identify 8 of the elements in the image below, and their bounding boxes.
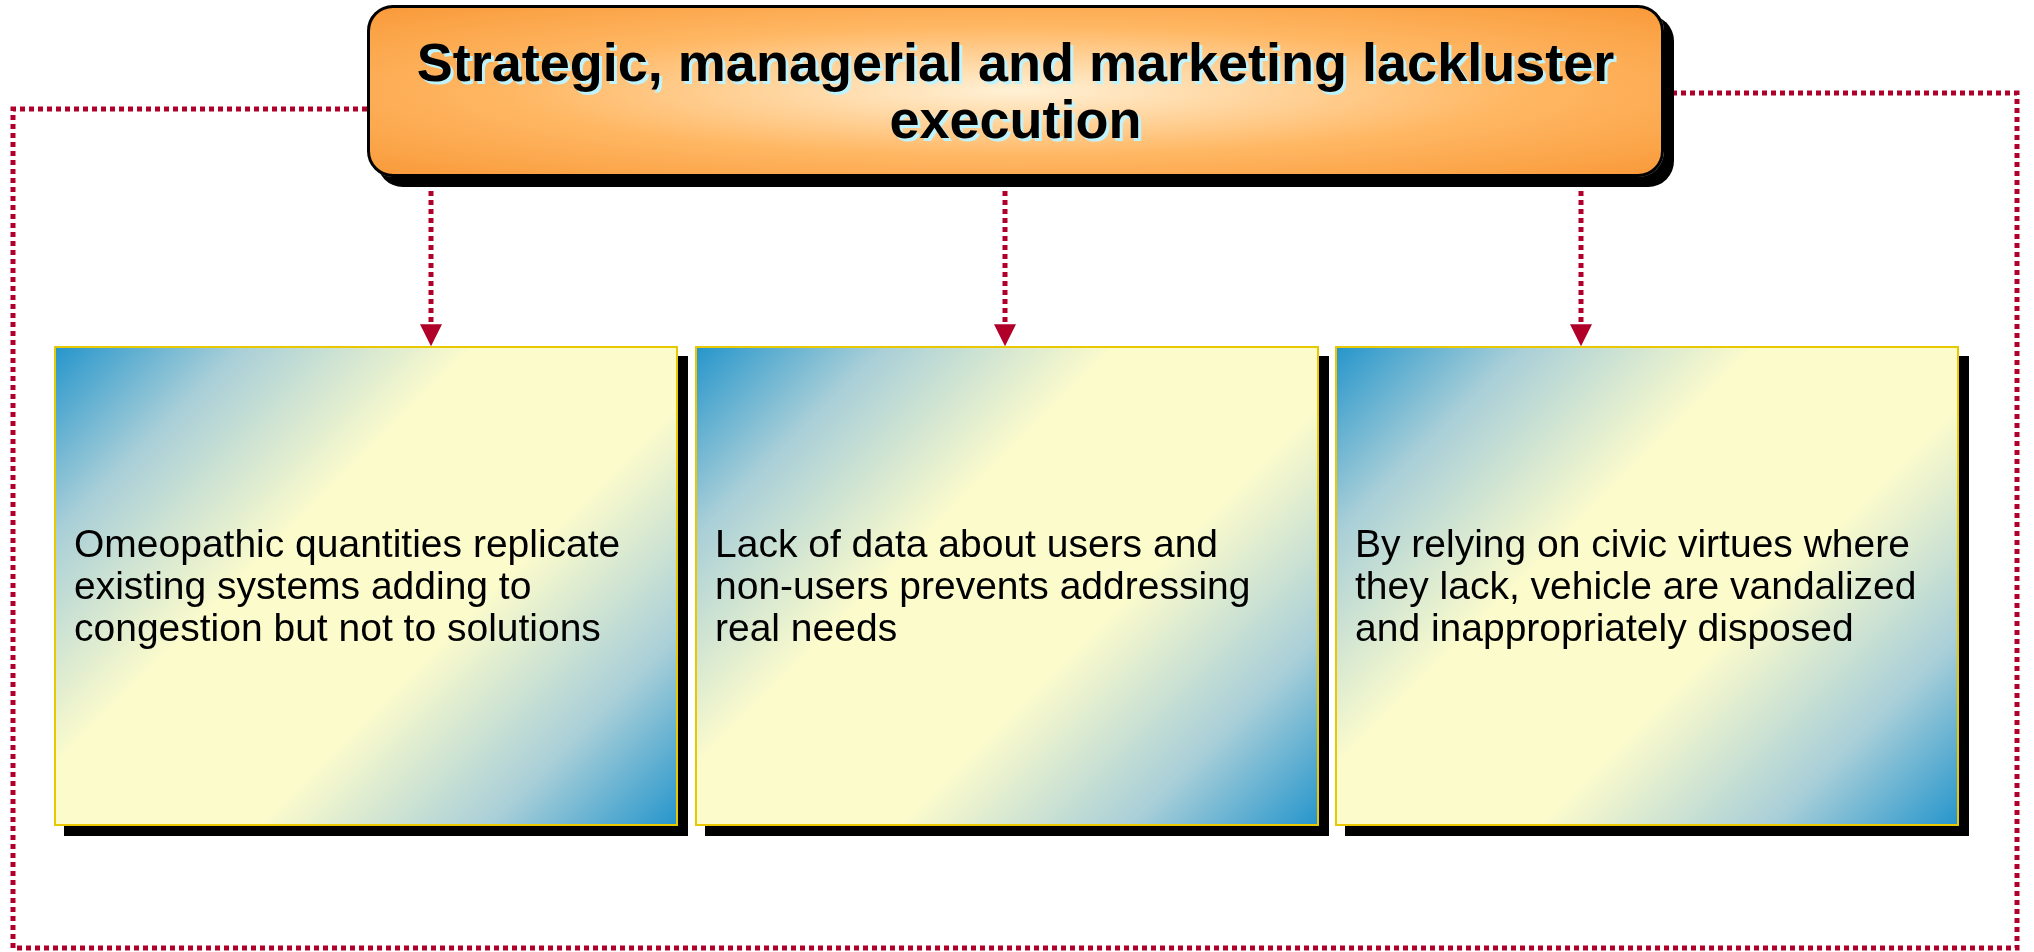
box-text: Lack of data about users and non-users prevents addressing real needs bbox=[715, 522, 1252, 650]
arrow bbox=[420, 191, 442, 347]
box-text: By relying on civic virtues where they lack, vehicle are vandalized and inappropriately disposed bbox=[1355, 522, 1918, 650]
loop-connector bbox=[10, 90, 2020, 951]
title-text: Strategic, managerial and marketing lackluster execution bbox=[415, 34, 1616, 148]
arrow bbox=[1570, 191, 1592, 347]
box-text: Omeopathic quantities replicate existing systems adding to congestion but not to solutions bbox=[74, 522, 622, 650]
arrow bbox=[994, 191, 1016, 347]
